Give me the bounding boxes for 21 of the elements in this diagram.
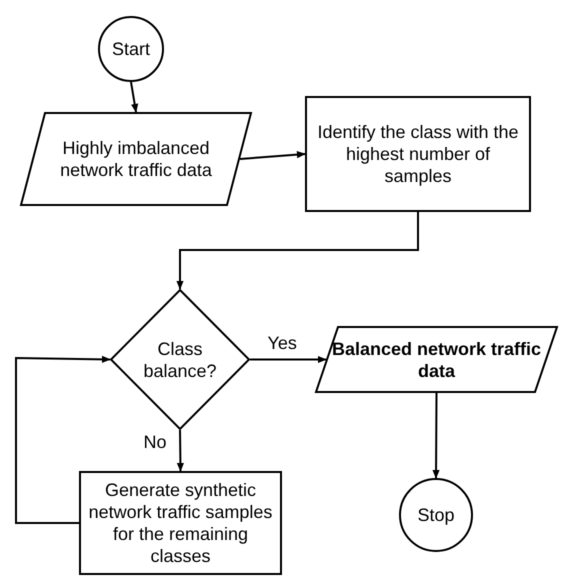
arrow — [250, 356, 327, 364]
data-parallelogram — [315, 326, 558, 393]
process-box — [79, 471, 282, 575]
arrow — [15, 356, 111, 524]
process-box — [305, 96, 531, 212]
arrow — [240, 151, 306, 160]
arrow — [432, 393, 440, 479]
node-text: Identify the class with the highest number of samples — [316, 121, 520, 187]
node-text: Stop — [416, 504, 456, 526]
arrow — [130, 82, 138, 113]
terminal-circle — [98, 16, 164, 82]
node-text: Generate synthetic network traffic samples for the remaining classes — [88, 479, 274, 567]
node-text: Highly imbalanced network traffic data — [59, 137, 213, 181]
arrow — [176, 212, 419, 290]
node-text: Start — [110, 38, 151, 60]
arrow — [176, 430, 184, 472]
decision-diamond — [110, 289, 250, 430]
terminal-circle — [399, 478, 473, 552]
node-text: Balanced network traffic data — [332, 338, 542, 382]
node-text: Class balance? — [142, 338, 218, 382]
data-parallelogram — [20, 112, 252, 206]
